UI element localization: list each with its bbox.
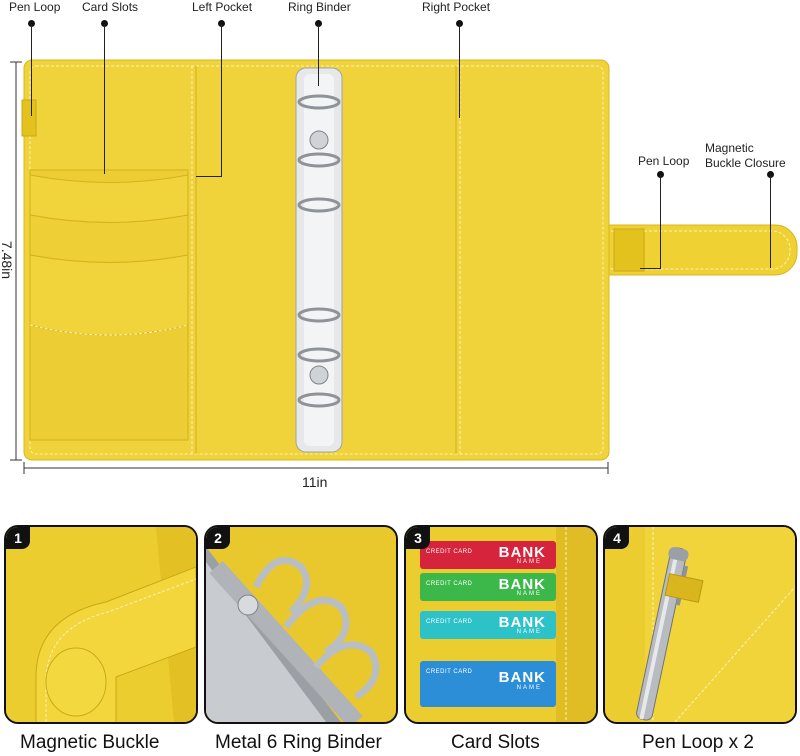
panel-magnetic-buckle: 1: [4, 525, 198, 724]
ring-binder-photo: [206, 527, 396, 722]
card-slot-3: [29, 254, 189, 336]
callout-magnetic-1: Magnetic: [705, 141, 754, 155]
width-dimension-label: 11in: [302, 474, 328, 490]
callout-ring-binder-line: [318, 24, 319, 86]
panel-card-slots: CREDIT CARD BANK NAME CREDIT CARD BANK N…: [404, 525, 598, 724]
callout-pen-loop-line: [31, 24, 32, 116]
callout-ring-binder-dot: [315, 20, 322, 27]
callout-pen-loop-right-hline: [640, 268, 661, 269]
caption-pen-loop: Pen Loop x 2: [642, 732, 754, 753]
callout-left-pocket-hline: [196, 176, 222, 177]
callout-magnetic-2: Buckle Closure: [705, 156, 786, 170]
magnetic-buckle-photo: [6, 527, 196, 722]
pen-loop-photo: [605, 527, 795, 722]
callout-pen-loop: Pen Loop: [9, 0, 61, 14]
callout-card-slots-dot: [101, 20, 108, 27]
callout-magnetic-dot: [767, 171, 774, 178]
callout-pen-loop-right: Pen Loop: [638, 154, 690, 168]
card-red: CREDIT CARD BANK NAME: [420, 541, 556, 569]
panel-number: 3: [406, 527, 430, 549]
callout-pen-loop-right-line: [660, 175, 661, 268]
height-dimension-label: 7.48in: [0, 240, 16, 280]
callout-right-pocket-dot: [456, 20, 463, 27]
card-cyan: CREDIT CARD BANK NAME: [420, 611, 556, 639]
callout-left-pocket-dot: [218, 20, 225, 27]
caption-magnetic-buckle: Magnetic Buckle: [20, 732, 160, 753]
callout-left-pocket: Left Pocket: [192, 0, 253, 14]
callout-left-pocket-line: [221, 24, 222, 176]
callout-right-pocket: Right Pocket: [422, 0, 491, 14]
panel-number: 2: [206, 527, 230, 549]
callout-ring-binder: Ring Binder: [288, 0, 351, 14]
card-slot-2: [29, 214, 189, 263]
callout-right-pocket-line: [459, 24, 460, 118]
panel-number: 4: [605, 527, 629, 549]
card-slot-1: [29, 174, 189, 223]
panel-ring-binder: 2: [204, 525, 398, 724]
card-green: CREDIT CARD BANK NAME: [420, 573, 556, 601]
callout-pen-loop-right-dot: [657, 171, 664, 178]
strap-pen-loop: [613, 228, 645, 272]
panel-number: 1: [6, 527, 30, 549]
callout-magnetic-line: [770, 175, 771, 268]
callout-card-slots: Card Slots: [82, 0, 139, 14]
binder-illustration: [10, 59, 798, 474]
callout-pen-loop-dot: [28, 20, 35, 27]
left-pen-loop: [21, 99, 37, 137]
card-blue: CREDIT CARD BANK NAME: [420, 661, 556, 707]
caption-ring-binder: Metal 6 Ring Binder: [215, 732, 382, 753]
callout-card-slots-line: [104, 24, 105, 174]
caption-card-slots: Card Slots: [451, 732, 540, 753]
panel-pen-loop: 4: [603, 525, 797, 724]
